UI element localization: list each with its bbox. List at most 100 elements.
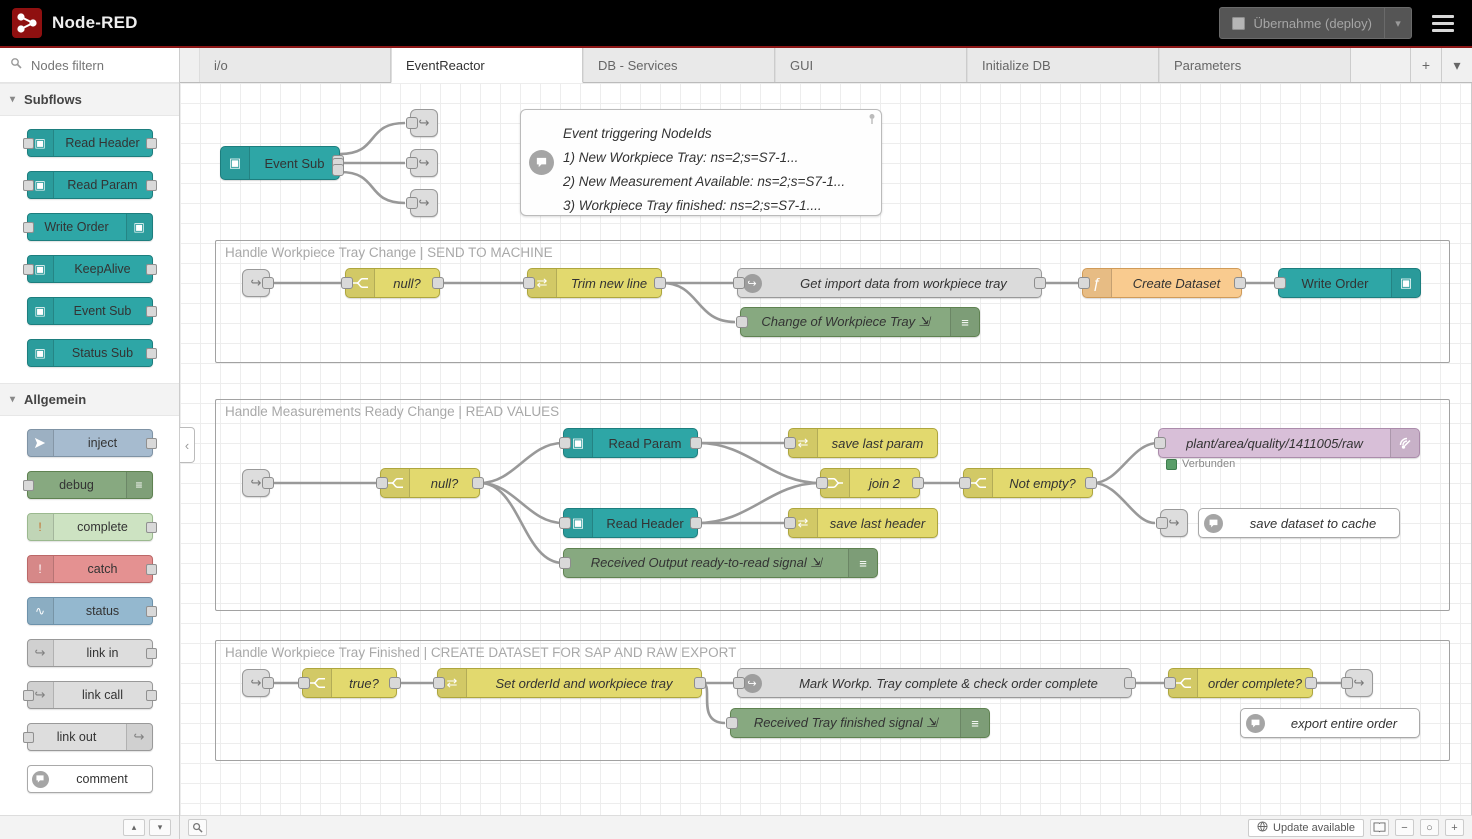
switch-node-true[interactable]: true? [298, 668, 401, 698]
output-port[interactable] [389, 677, 401, 689]
debug-node-change-of-workpiece-tray[interactable]: ≡ Change of Workpiece Tray ⇲ [736, 307, 980, 337]
update-available-notice[interactable]: Update available [1248, 818, 1364, 837]
palette-node-inject[interactable]: inject [26, 429, 157, 457]
palette-node-link-call[interactable]: ↪ link call [22, 681, 157, 709]
palette-node-read-header[interactable]: ▣ Read Header [22, 129, 157, 157]
palette-expand-all-button[interactable]: ▾ [149, 819, 171, 836]
input-port[interactable] [406, 117, 418, 129]
change-node-trim-new-line[interactable]: ⇄ Trim new line [523, 268, 666, 298]
group-workpiece-tray-finished[interactable]: Handle Workpiece Tray Finished | CREATE … [215, 640, 1450, 761]
join-node-join-2[interactable]: join 2 [816, 468, 924, 498]
switch-node-null[interactable]: null? [341, 268, 444, 298]
link-out-node[interactable]: ↪ [406, 189, 438, 217]
input-port[interactable] [22, 138, 34, 149]
debug-node-received-output-signal[interactable]: ≡ Received Output ready-to-read signal ⇲ [559, 548, 878, 578]
tab-eventreactor[interactable]: EventReactor [391, 48, 583, 83]
input-port[interactable] [22, 222, 34, 233]
palette-toggle-handle[interactable]: ‹ [180, 427, 195, 463]
palette-node-link-out[interactable]: ↪ link out [22, 723, 153, 751]
palette-section-allgemein[interactable]: ▾ Allgemein [0, 383, 179, 416]
output-port[interactable] [145, 690, 157, 701]
palette-node-status-sub[interactable]: ▣ Status Sub [26, 339, 157, 367]
input-port[interactable] [523, 277, 535, 289]
link-out-node[interactable]: ↪ [1341, 669, 1373, 697]
palette-node-complete[interactable]: ! complete [26, 513, 157, 541]
flow-list-button[interactable]: ▾ [1441, 48, 1472, 82]
input-port[interactable] [959, 477, 971, 489]
palette-node-keepalive[interactable]: ▣ KeepAlive [22, 255, 157, 283]
input-port[interactable] [1341, 677, 1353, 689]
output-port[interactable] [145, 306, 157, 317]
tab-initialize-db[interactable]: Initialize DB [967, 48, 1159, 82]
link-in-node[interactable]: ↪ [242, 669, 274, 697]
output-port[interactable] [912, 477, 924, 489]
input-port[interactable] [1156, 517, 1168, 529]
tab-io[interactable]: i/o [199, 48, 391, 82]
palette-node-catch[interactable]: ! catch [26, 555, 157, 583]
palette-node-status[interactable]: ∿ status [26, 597, 157, 625]
tab-parameters[interactable]: Parameters [1159, 48, 1351, 82]
input-port[interactable] [559, 437, 571, 449]
input-port[interactable] [1274, 277, 1286, 289]
link-call-node-get-import-data[interactable]: ↪ Get import data from workpiece tray [733, 268, 1046, 298]
output-port[interactable] [262, 677, 274, 689]
link-in-node[interactable]: ↪ [242, 469, 274, 497]
flow-canvas[interactable]: Handle Workpiece Tray Change | SEND TO M… [180, 83, 1472, 815]
input-port[interactable] [559, 557, 571, 569]
input-port[interactable] [733, 277, 745, 289]
function-node-create-dataset[interactable]: ƒ Create Dataset [1078, 268, 1246, 298]
output-port[interactable] [145, 348, 157, 359]
link-in-node[interactable]: ↪ [242, 269, 274, 297]
output-port[interactable] [654, 277, 666, 289]
input-port[interactable] [726, 717, 738, 729]
output-port[interactable] [145, 648, 157, 659]
output-port[interactable] [432, 277, 444, 289]
input-port[interactable] [406, 197, 418, 209]
zoom-in-button[interactable]: + [1445, 819, 1464, 836]
switch-node-order-complete[interactable]: order complete? [1164, 668, 1317, 698]
palette-collapse-all-button[interactable]: ▴ [123, 819, 145, 836]
input-port[interactable] [816, 477, 828, 489]
input-port[interactable] [22, 690, 34, 701]
link-out-node[interactable]: ↪ [406, 109, 438, 137]
add-flow-button[interactable]: + [1410, 48, 1441, 82]
link-call-node-mark-tray-complete[interactable]: ↪ Mark Workp. Tray complete & check orde… [733, 668, 1136, 698]
switch-node-null[interactable]: null? [376, 468, 484, 498]
input-port[interactable] [22, 180, 34, 191]
palette-node-link-in[interactable]: ↪ link in [26, 639, 157, 667]
output-port[interactable] [1234, 277, 1246, 289]
palette-node-read-param[interactable]: ▣ Read Param [22, 171, 157, 199]
input-port[interactable] [1164, 677, 1176, 689]
zoom-reset-button[interactable]: ○ [1420, 819, 1439, 836]
output-port[interactable] [145, 564, 157, 575]
output-port[interactable] [262, 477, 274, 489]
output-port[interactable] [1034, 277, 1046, 289]
input-port[interactable] [22, 264, 34, 275]
output-port[interactable] [145, 264, 157, 275]
main-menu-button[interactable] [1432, 14, 1454, 32]
output-port[interactable] [145, 138, 157, 149]
comment-node-export-entire-order[interactable]: export entire order [1240, 708, 1420, 738]
input-port[interactable] [298, 677, 310, 689]
output-port[interactable] [690, 517, 702, 529]
palette-search-input[interactable] [29, 56, 153, 74]
link-out-node[interactable]: ↪ [1156, 509, 1188, 537]
input-port[interactable] [406, 157, 418, 169]
mqtt-out-node[interactable]: plant/area/quality/1411005/raw [1154, 428, 1420, 458]
node-event-sub[interactable]: ▣ Event Sub [220, 146, 344, 180]
palette-section-subflows[interactable]: ▾ Subflows [0, 83, 179, 116]
input-port[interactable] [559, 517, 571, 529]
comment-node-event-triggering[interactable]: Event triggering NodeIds 1) New Workpiec… [520, 109, 882, 216]
input-port[interactable] [22, 480, 34, 491]
subflow-node-write-order[interactable]: ▣ Write Order [1274, 268, 1421, 298]
deploy-options-caret[interactable]: ▾ [1384, 8, 1411, 38]
input-port[interactable] [22, 732, 34, 743]
output-port[interactable] [1305, 677, 1317, 689]
input-port[interactable] [1154, 437, 1166, 449]
deploy-button[interactable]: Übernahme (deploy) ▾ [1219, 7, 1412, 39]
tab-gui[interactable]: GUI [775, 48, 967, 82]
input-port[interactable] [1078, 277, 1090, 289]
tab-db-services[interactable]: DB - Services [583, 48, 775, 82]
change-node-save-last-param[interactable]: ⇄ save last param [784, 428, 938, 458]
group-workpiece-tray-change[interactable]: Handle Workpiece Tray Change | SEND TO M… [215, 240, 1450, 363]
